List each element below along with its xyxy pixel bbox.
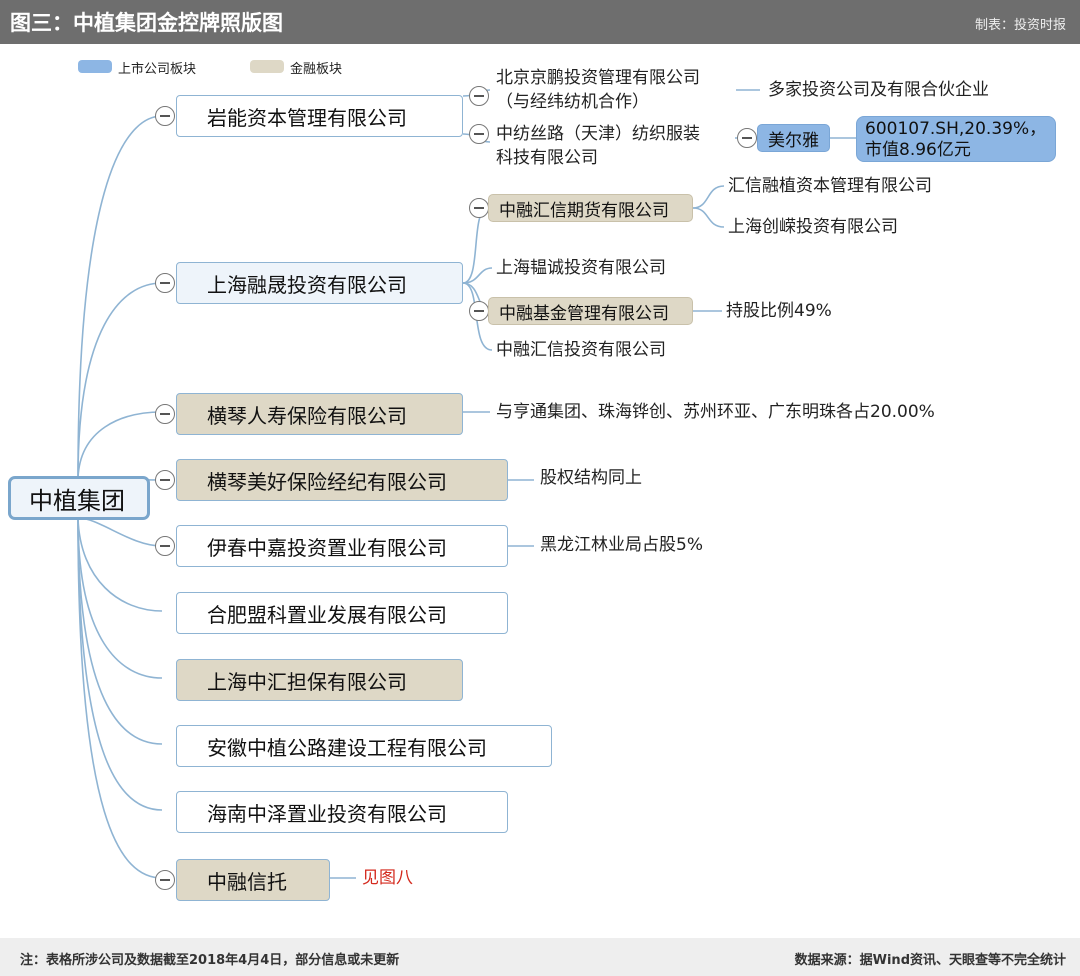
collapse-yanneng-icon[interactable] (155, 106, 175, 126)
branch-zhonghui-guarantee: 上海中汇担保有限公司 (176, 659, 463, 701)
child-huixin-futures: 中融汇信期货有限公司 (488, 194, 693, 222)
branch-anhui-road: 安徽中植公路建设工程有限公司 (176, 725, 552, 767)
footer-note: 注：表格所涉公司及数据截至2018年4月4日，部分信息或未更新 (20, 953, 400, 968)
branch-rongsheng: 上海融晟投资有限公司 (176, 262, 463, 304)
collapse-meierya-icon[interactable] (737, 128, 757, 148)
root-node: 中植集团 (8, 476, 150, 520)
legend-finance-label: 金融板块 (290, 62, 343, 77)
child-zhongfang-silu-line1: 中纺丝路（天津）纺织服装 (496, 124, 700, 144)
note-hengqin-broker: 股权结构同上 (540, 468, 642, 488)
note-yichun: 黑龙江林业局占股5% (540, 535, 703, 555)
collapse-hengqin-life-icon[interactable] (155, 404, 175, 424)
note-multiple-partners: 多家投资公司及有限合伙企业 (768, 80, 989, 100)
collapse-fund-icon[interactable] (469, 301, 489, 321)
branch-hainan: 海南中泽置业投资有限公司 (176, 791, 508, 833)
note-see-figure: 见图八 (362, 868, 413, 888)
page-title: 图三：中植集团金控牌照版图 (10, 11, 283, 35)
child-beijing-jingpeng-line1: 北京京鹏投资管理有限公司 (496, 68, 700, 88)
collapse-zhongrong-trust-icon[interactable] (155, 870, 175, 890)
collapse-hengqin-broker-icon[interactable] (155, 470, 175, 490)
branch-yanneng: 岩能资本管理有限公司 (176, 95, 463, 137)
child-zhongfang-silu-line2: 科技有限公司 (496, 148, 598, 168)
note-hengqin-life: 与亨通集团、珠海铧创、苏州环亚、广东明珠各占20.00% (496, 402, 935, 422)
footer-bar: 注：表格所涉公司及数据截至2018年4月4日，部分信息或未更新 数据来源：据Wi… (0, 938, 1080, 976)
listed-meierya-info: 600107.SH,20.39%， 市值8.96亿元 (856, 116, 1056, 162)
branch-zhongrong-trust: 中融信托 (176, 859, 330, 901)
child-beijing-jingpeng: 北京京鹏投资管理有限公司 （与经纬纺机合作） (496, 66, 700, 114)
child-zhongrong-fund: 中融基金管理有限公司 (488, 297, 693, 325)
footer-source: 数据来源：据Wind资讯、天眼查等不完全统计 (794, 953, 1066, 968)
branch-hengqin-life: 横琴人寿保险有限公司 (176, 393, 463, 435)
branch-yichun: 伊春中嘉投资置业有限公司 (176, 525, 508, 567)
collapse-yanneng-children-icon[interactable] (469, 86, 489, 106)
collapse-huixin-futures-icon[interactable] (469, 198, 489, 218)
branch-hengqin-broker: 横琴美好保险经纪有限公司 (176, 459, 508, 501)
child-huixin-invest: 中融汇信投资有限公司 (496, 340, 666, 360)
child-yuncheng: 上海韫诚投资有限公司 (496, 258, 666, 278)
legend-finance-swatch (250, 60, 284, 73)
title-bar: 图三：中植集团金控牌照版图 制表：投资时报 (0, 0, 1080, 44)
branch-hefei: 合肥盟科置业发展有限公司 (176, 592, 508, 634)
sub-huixin-rongzhi: 汇信融植资本管理有限公司 (728, 176, 932, 196)
child-zhongfang-silu: 中纺丝路（天津）纺织服装 科技有限公司 (496, 122, 700, 170)
listed-meierya: 美尔雅 (757, 124, 830, 152)
note-fund-share: 持股比例49% (726, 301, 832, 321)
credit-label: 制表：投资时报 (974, 18, 1066, 33)
legend-listed-label: 上市公司板块 (118, 62, 197, 77)
child-beijing-jingpeng-line2: （与经纬纺机合作） (496, 92, 649, 112)
listed-meierya-cap: 市值8.96亿元 (865, 140, 971, 160)
collapse-yichun-icon[interactable] (155, 536, 175, 556)
collapse-zhongfang-icon[interactable] (469, 124, 489, 144)
collapse-rongsheng-icon[interactable] (155, 273, 175, 293)
listed-meierya-stock: 600107.SH,20.39%， (865, 119, 1047, 139)
sub-chuangrong: 上海创嵘投资有限公司 (728, 217, 898, 237)
legend-listed-swatch (78, 60, 112, 73)
